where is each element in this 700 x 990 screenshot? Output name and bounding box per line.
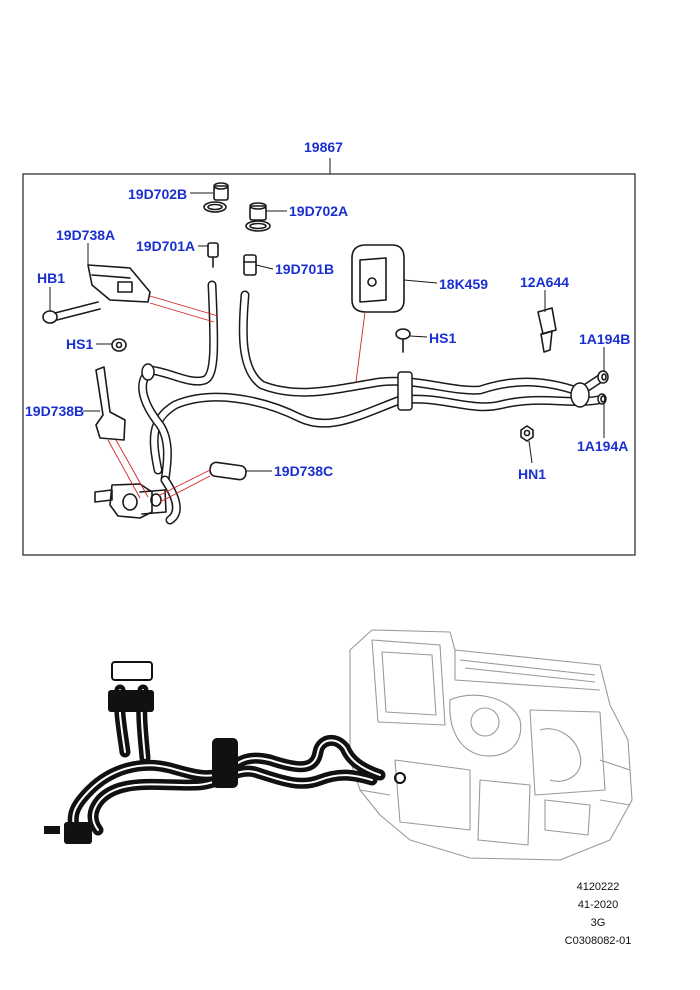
insulator-pad-18k459 [351, 244, 405, 313]
reference-line-4: C0308082-01 [565, 935, 632, 947]
callout-18k459: 18K459 [439, 276, 488, 292]
pressure-sensor-19d738a [87, 264, 151, 303]
callout-19d701a: 19D701A [136, 238, 195, 254]
expansion-valve-block [94, 483, 167, 519]
valve-core-19d701a [207, 242, 219, 268]
nut-hn1 [520, 425, 534, 442]
callout-19d738b: 19D738B [25, 403, 84, 419]
bolt-hb1 [42, 301, 101, 324]
bracket-19d738b [95, 366, 126, 441]
service-cap-19d702b [203, 182, 229, 213]
callout-hn1: HN1 [518, 466, 546, 482]
valve-core-19d701b [243, 254, 257, 276]
callout-19d701b: 19D701B [275, 261, 334, 277]
exploded-view-frame [22, 173, 636, 556]
callout-labels: 19867 19D702B 19D702A 19D738A 19D701A 19… [25, 139, 630, 482]
service-cap-19d702a [245, 202, 271, 232]
ac-pipe-assembly [138, 280, 609, 525]
highlight-lines [107, 295, 366, 503]
callout-hb1: HB1 [37, 270, 65, 286]
screw-hs1-left [111, 338, 127, 352]
pressure-switch-12a644 [537, 307, 557, 353]
callout-1a194b: 1A194B [579, 331, 630, 347]
callout-19867: 19867 [304, 139, 343, 155]
reference-block: 4120222 41-2020 3G C0308082-01 [565, 881, 632, 947]
callout-12a644: 12A644 [520, 274, 569, 290]
screw-hs1-mid [395, 328, 411, 353]
callout-1a194a: 1A194A [577, 438, 628, 454]
callout-hs1-left: HS1 [66, 336, 93, 352]
leader-lines [49, 192, 605, 472]
reference-line-3: 3G [591, 917, 606, 929]
callout-19d738a: 19D738A [56, 227, 115, 243]
installed-pipe-assembly [44, 661, 406, 844]
seal-1a194b [601, 373, 607, 381]
callout-19d702a: 19D702A [289, 203, 348, 219]
sleeve-19d738c [209, 461, 247, 481]
reference-line-2: 41-2020 [578, 899, 618, 911]
seal-1a194a [600, 395, 606, 403]
reference-line-1: 4120222 [577, 881, 620, 893]
callout-19d738c: 19D738C [274, 463, 333, 479]
callout-19d702b: 19D702B [128, 186, 187, 202]
hvac-housing-ghost [349, 629, 633, 861]
callout-hs1-mid: HS1 [429, 330, 456, 346]
